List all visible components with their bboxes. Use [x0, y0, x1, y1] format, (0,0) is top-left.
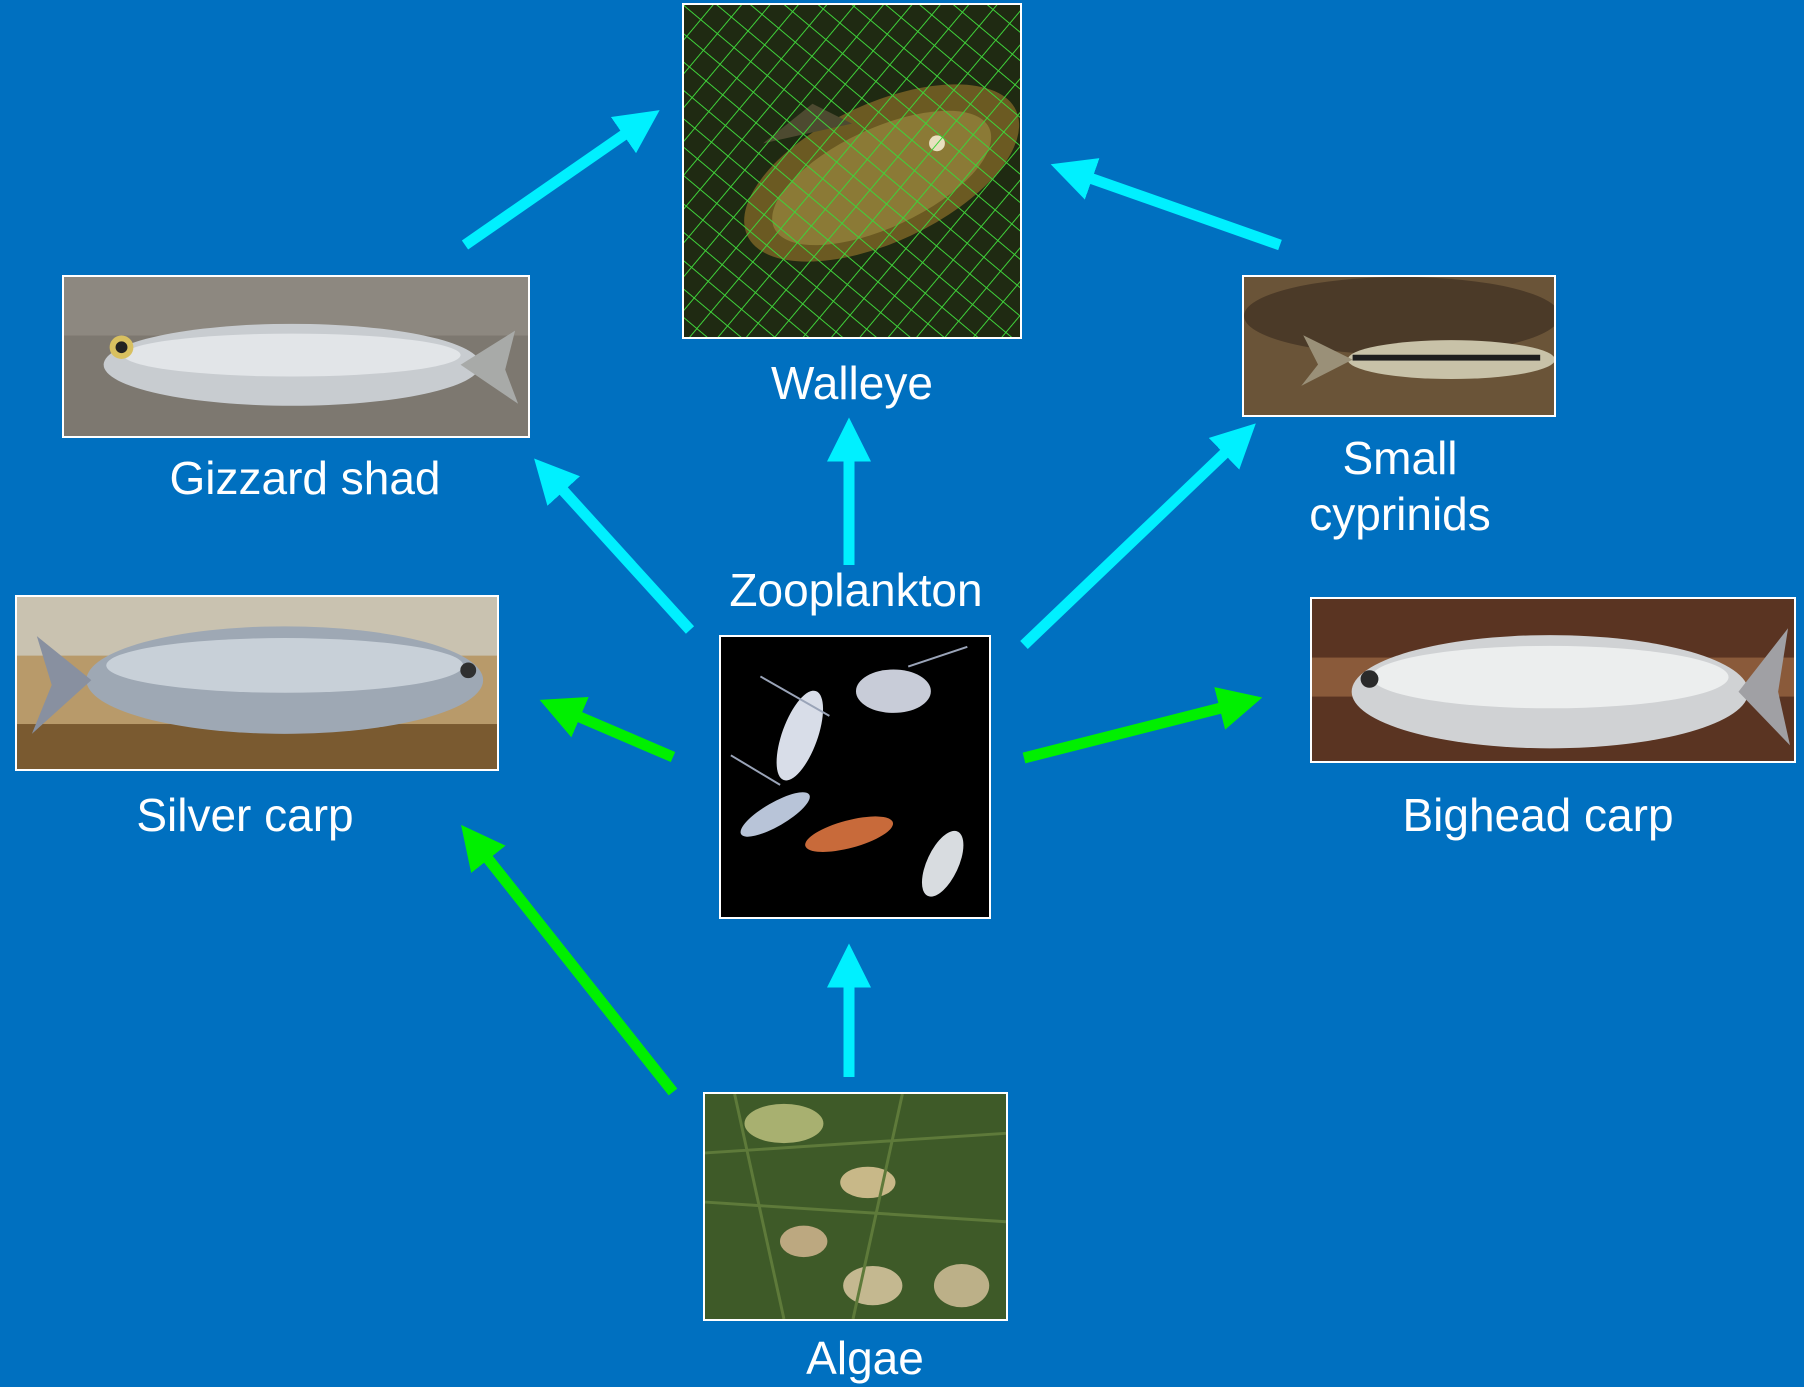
bighead-carp-label: Bighead carp: [1378, 787, 1698, 843]
arrow-zooplankton-to-small-cyprinids: [1024, 450, 1228, 645]
zooplankton-label: Zooplankton: [706, 562, 1006, 618]
small-cyprinids-photo: [1242, 275, 1556, 417]
silver-carp-label: Silver carp: [95, 787, 395, 843]
walleye-photo: [682, 3, 1022, 339]
walleye-label: Walleye: [752, 355, 952, 411]
small-cyprinids-label-line1: Small: [1300, 430, 1500, 486]
algae-photo: [703, 1092, 1008, 1321]
arrow-gizzard-shad-to-walleye: [465, 132, 628, 245]
gizzard-shad-photo: [62, 275, 530, 438]
arrow-algae-to-silver-carp: [485, 855, 673, 1092]
zooplankton-photo: [719, 635, 991, 919]
gizzard-shad-label: Gizzard shad: [155, 450, 455, 506]
silver-carp-photo: [15, 595, 499, 771]
arrow-small-cyprinids-to-walleye: [1087, 177, 1280, 245]
algae-label: Algae: [765, 1330, 965, 1386]
arrow-zooplankton-to-silver-carp: [575, 715, 673, 757]
arrow-zooplankton-to-bighead-carp: [1024, 707, 1225, 758]
bighead-carp-photo: [1310, 597, 1796, 763]
small-cyprinids-label-line2: cyprinids: [1280, 486, 1520, 542]
arrow-zooplankton-to-gizzard-shad: [560, 487, 690, 630]
